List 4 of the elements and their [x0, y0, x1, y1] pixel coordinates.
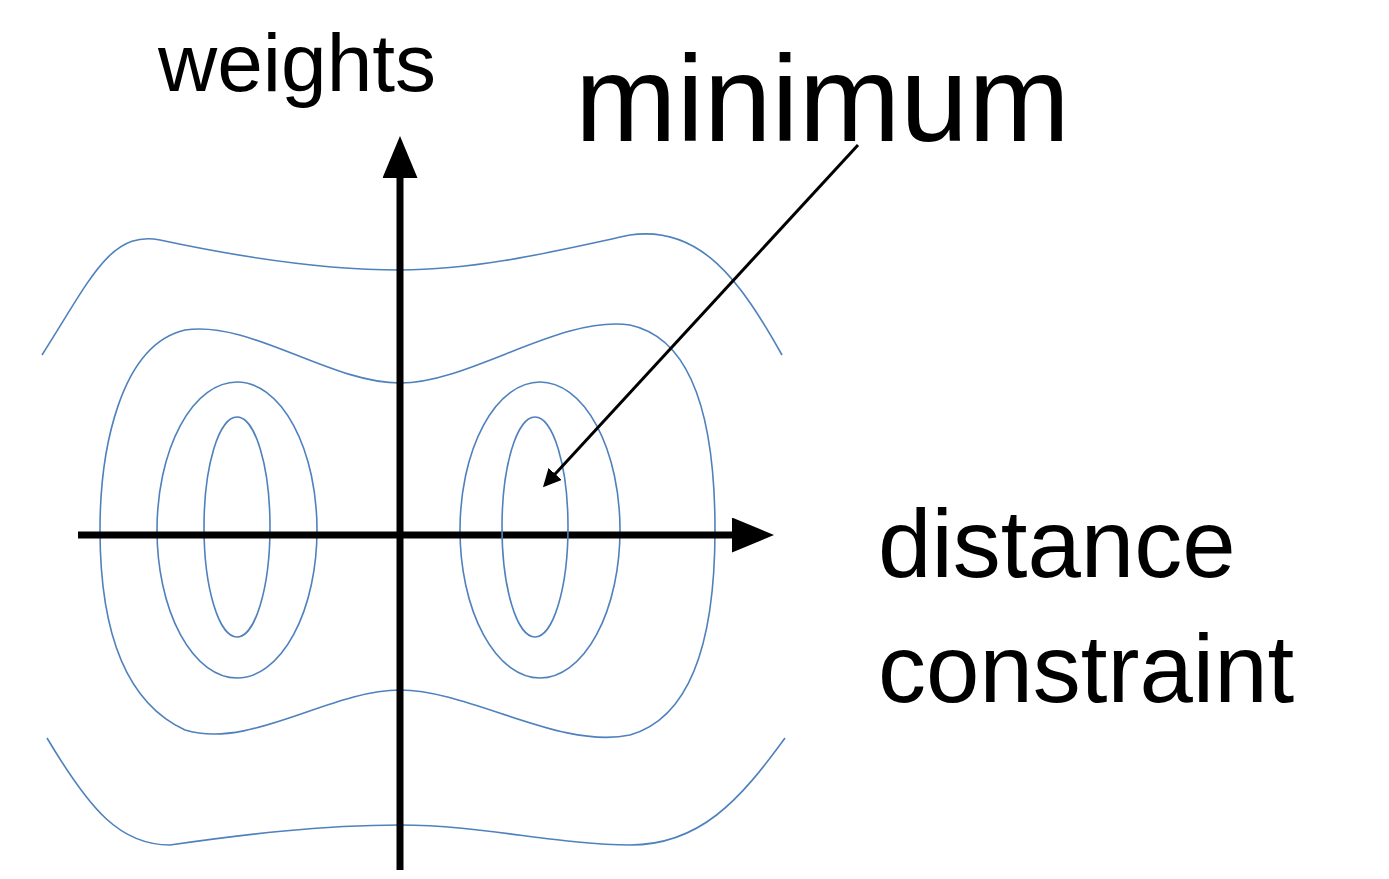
contour-ellipse	[501, 416, 569, 638]
axis-label: distance constraint	[878, 489, 1296, 724]
callout-label: minimum	[575, 38, 1070, 160]
leader-line	[542, 144, 860, 488]
